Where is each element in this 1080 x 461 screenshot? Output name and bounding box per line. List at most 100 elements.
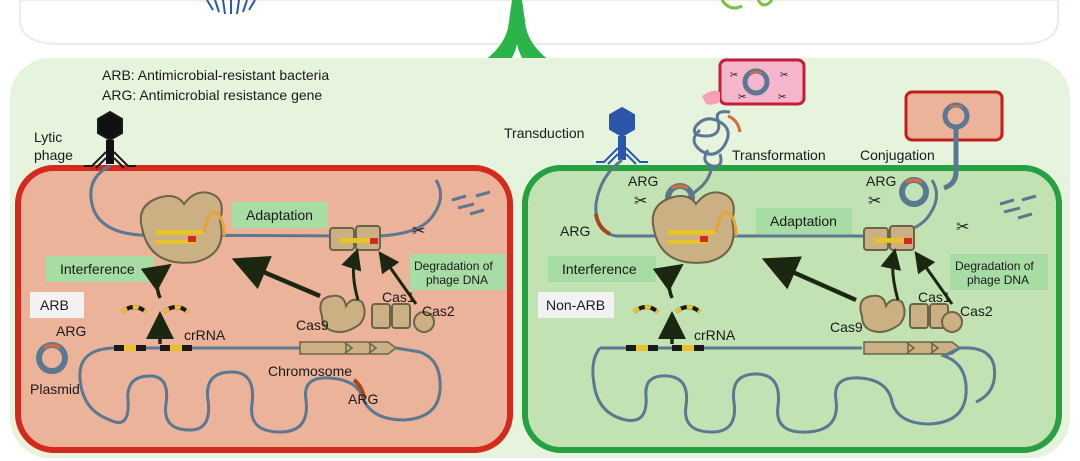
phage-dna-fragments — [451, 190, 491, 216]
right-spacer-red-icon — [904, 238, 912, 244]
cas9-protein-icon — [319, 294, 366, 333]
cell-type-label: ARB — [40, 297, 69, 313]
cas1-protein-icon — [371, 303, 411, 329]
legend-arg: ARG: Antimicrobial resistance gene — [102, 87, 322, 103]
cropped-green-curl — [720, 0, 774, 10]
conjugated-arg-icon — [905, 178, 923, 184]
right-cell-type-label: Non-ARB — [546, 297, 605, 313]
right-arrow-crrna-cas9 — [652, 263, 684, 299]
cas9-label: Cas9 — [296, 317, 329, 333]
right-cell-type-box — [538, 292, 614, 318]
right-crispr-locus — [600, 341, 962, 355]
right-interference-box — [548, 256, 656, 282]
svg-text:✂: ✂ — [780, 70, 788, 81]
right-cas9-complex-icon — [651, 191, 735, 264]
chromosome-arg-icon — [352, 378, 366, 399]
transduced-arg-icon — [671, 184, 689, 190]
right-cas2-protein-icon — [941, 311, 963, 333]
right-cas2-label: Cas2 — [960, 303, 993, 319]
right-adaptation-box — [756, 208, 852, 234]
arg-integrated-label: ARG — [560, 223, 590, 239]
plasmid-arg-label: ARG — [56, 323, 86, 339]
right-tracrrna-icon — [714, 210, 738, 237]
right-scissors-icon: ✂ — [956, 219, 969, 236]
right-crrna-loaded-icon — [668, 230, 716, 235]
left-cell: Lytic phage ✂ Adaptation Interference De… — [15, 110, 513, 453]
free-dna-arg-icon — [727, 114, 742, 133]
left-cell-membrane — [15, 165, 513, 453]
crispr-locus — [112, 341, 398, 355]
spacer-icon — [340, 238, 370, 243]
crrna-loaded-icon-2 — [156, 240, 196, 244]
transduced-scissors-icon: ✂ — [634, 193, 647, 210]
svg-text:✂: ✂ — [738, 92, 746, 103]
right-degradation-label-2: phage DNA — [967, 273, 1029, 287]
cas9-complex-icon — [139, 191, 223, 264]
conjugation-donor-icon — [904, 90, 1004, 191]
degradation-box — [410, 254, 506, 290]
conjugated-scissors-icon: ✂ — [868, 193, 881, 210]
right-dna-fragments — [999, 194, 1037, 220]
transformation-label: Transformation — [732, 147, 826, 163]
free-dna-tangle-icon — [675, 110, 731, 210]
lytic-phage-label-1: Lytic — [34, 129, 62, 145]
transducing-phage-icon — [596, 106, 648, 165]
svg-text:✂: ✂ — [730, 70, 738, 81]
conjugation-label: Conjugation — [860, 147, 935, 163]
svg-text:✂: ✂ — [778, 92, 786, 103]
arg-conjugated-label: ARG — [866, 173, 896, 189]
crrna-loaded-icon — [156, 230, 204, 235]
cell-type-box — [30, 292, 84, 318]
right-cas9-protein-icon — [859, 294, 906, 333]
legend-arb: ARB: Antimicrobial-resistant bacteria — [102, 67, 329, 83]
crrna-label: crRNA — [184, 327, 226, 343]
right-target-site-icon — [700, 236, 708, 242]
arg-transduced-label: ARG — [628, 173, 658, 189]
adaptation-box — [232, 202, 328, 228]
cas2-label: Cas2 — [422, 303, 455, 319]
arrow-cas2-complex — [378, 251, 418, 305]
arrow-cas1-complex — [341, 248, 362, 301]
right-arrow-cas2-complex — [914, 251, 954, 305]
cas2-protein-icon — [413, 311, 435, 333]
degradation-label-1: Degradation of — [414, 259, 493, 273]
crrna-stripes-icon — [120, 305, 190, 314]
lytic-phage-icon — [84, 110, 136, 169]
chromosome-label: Chromosome — [268, 363, 352, 379]
right-cell: Transduction ✂ ✂ ✂ ✂ Transformation Conj… — [504, 58, 1062, 453]
right-degradation-box — [950, 254, 1048, 290]
arrow-crrna-cas9 — [140, 263, 172, 299]
interference-box — [46, 256, 154, 282]
arrow-proteins-dna — [231, 255, 321, 299]
scissors-icon: ✂ — [412, 223, 425, 240]
right-cas1-protein-icon — [909, 303, 949, 329]
lysed-donor-cell-icon: ✂ ✂ ✂ ✂ — [702, 58, 806, 106]
spacer-red-icon — [370, 238, 378, 244]
chromosome-arg-label: ARG — [348, 391, 378, 407]
right-cas9-label: Cas9 — [830, 319, 863, 335]
right-arrow-proteins-dna — [761, 256, 857, 303]
right-chromosome — [591, 346, 997, 434]
right-interference-label: Interference — [562, 261, 637, 277]
tracrrna-icon — [202, 210, 226, 237]
adaptation-label: Adaptation — [246, 207, 313, 223]
right-arrow-cas1-complex — [880, 248, 902, 301]
interference-label: Interference — [60, 261, 135, 277]
right-adaptation-label: Adaptation — [770, 213, 837, 229]
right-crrna-stripes-icon — [632, 305, 702, 314]
right-crrna-label: crRNA — [694, 327, 736, 343]
transduction-label: Transduction — [504, 125, 584, 141]
right-degradation-label-1: Degradation of — [955, 259, 1034, 273]
right-phage-dna-arg-icon — [594, 213, 611, 236]
degradation-label-2: phage DNA — [426, 273, 488, 287]
right-phage-dna — [594, 158, 938, 238]
plasmid-label: Plasmid — [30, 381, 80, 397]
chromosome — [78, 346, 442, 434]
lytic-phage-label-2: phage — [34, 147, 73, 163]
right-crrna-loaded-icon-2 — [668, 240, 708, 244]
plasmid-arg-icon — [43, 344, 61, 350]
right-spacer-icon — [874, 238, 904, 243]
cropped-phage-tail — [206, 0, 256, 15]
top-panel — [19, 0, 1059, 45]
